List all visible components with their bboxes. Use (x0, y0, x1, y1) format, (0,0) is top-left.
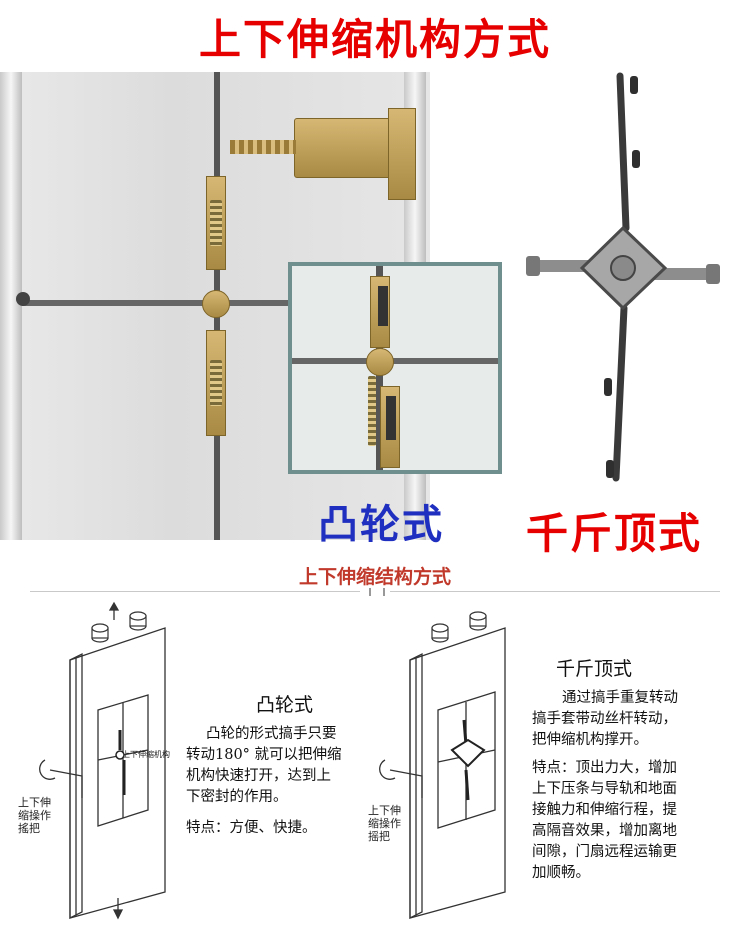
inset-lower-block (386, 396, 396, 440)
section-divider-mark (369, 588, 385, 596)
cam-handle-label: 上下伸 缩操作 搖把 (18, 796, 51, 835)
cam-type-label: 凸轮式 (318, 501, 444, 548)
jack-center-nut (610, 255, 636, 281)
jack-mechanism-photo (526, 72, 720, 482)
cam-door-diagram (39, 601, 166, 920)
inset-upper-block (378, 286, 388, 326)
cam-closeup-inset (288, 262, 502, 474)
cam-heading: 凸轮式 (256, 694, 314, 716)
handle-icon (39, 759, 83, 798)
bracket-plate (388, 108, 416, 200)
door-panel-outline (69, 627, 166, 919)
jack-door-diagram (379, 611, 506, 920)
cam-inner-label: 上下伸缩机构 (122, 750, 170, 759)
jack-description: 通过搞手重复转动 搞手套带动丝杆转动， 把伸缩机构撑开。 (532, 690, 678, 748)
center-cam (202, 290, 230, 318)
cam-features: 特点：方便、快捷。 (186, 820, 317, 836)
jack-main-bar (612, 72, 630, 482)
top-bracket (294, 118, 396, 178)
door-side-face (69, 652, 83, 920)
lower-spring (210, 360, 222, 406)
jack-type-label: 千斤顶式 (526, 509, 703, 558)
door-frame-left (0, 72, 22, 540)
section-divider-right (390, 591, 720, 592)
inset-spring (368, 376, 376, 446)
jack-features: 特点：顶出力大，增加 上下压条与导轨和地面 接触力和伸缩行程，提 高隔音效果，增… (532, 760, 677, 881)
up-arrow-icon (108, 601, 120, 620)
upper-spring (210, 200, 222, 246)
top-rollers (91, 611, 147, 643)
left-bolt (16, 292, 30, 306)
gear-rack (230, 140, 296, 154)
inner-window (97, 694, 149, 827)
cam-description: 凸轮的形式搞手只要 转动180° 就可以把伸缩 机构快速打开，达到上 下密封的作… (186, 726, 342, 805)
jack-pins (604, 76, 640, 478)
down-arrow-icon (112, 898, 124, 920)
main-title: 上下伸缩机构方式 (198, 15, 551, 64)
inset-rod-horizontal (292, 358, 498, 364)
section-divider-left (30, 591, 360, 592)
inset-cam (366, 348, 394, 376)
jack-heading: 千斤顶式 (556, 658, 633, 680)
diagram-section-title: 上下伸缩结构方式 (298, 566, 451, 588)
jack-handle-label: 上下伸 缩操作 摇把 (368, 804, 401, 843)
cam-mechanism-icon (118, 730, 126, 795)
